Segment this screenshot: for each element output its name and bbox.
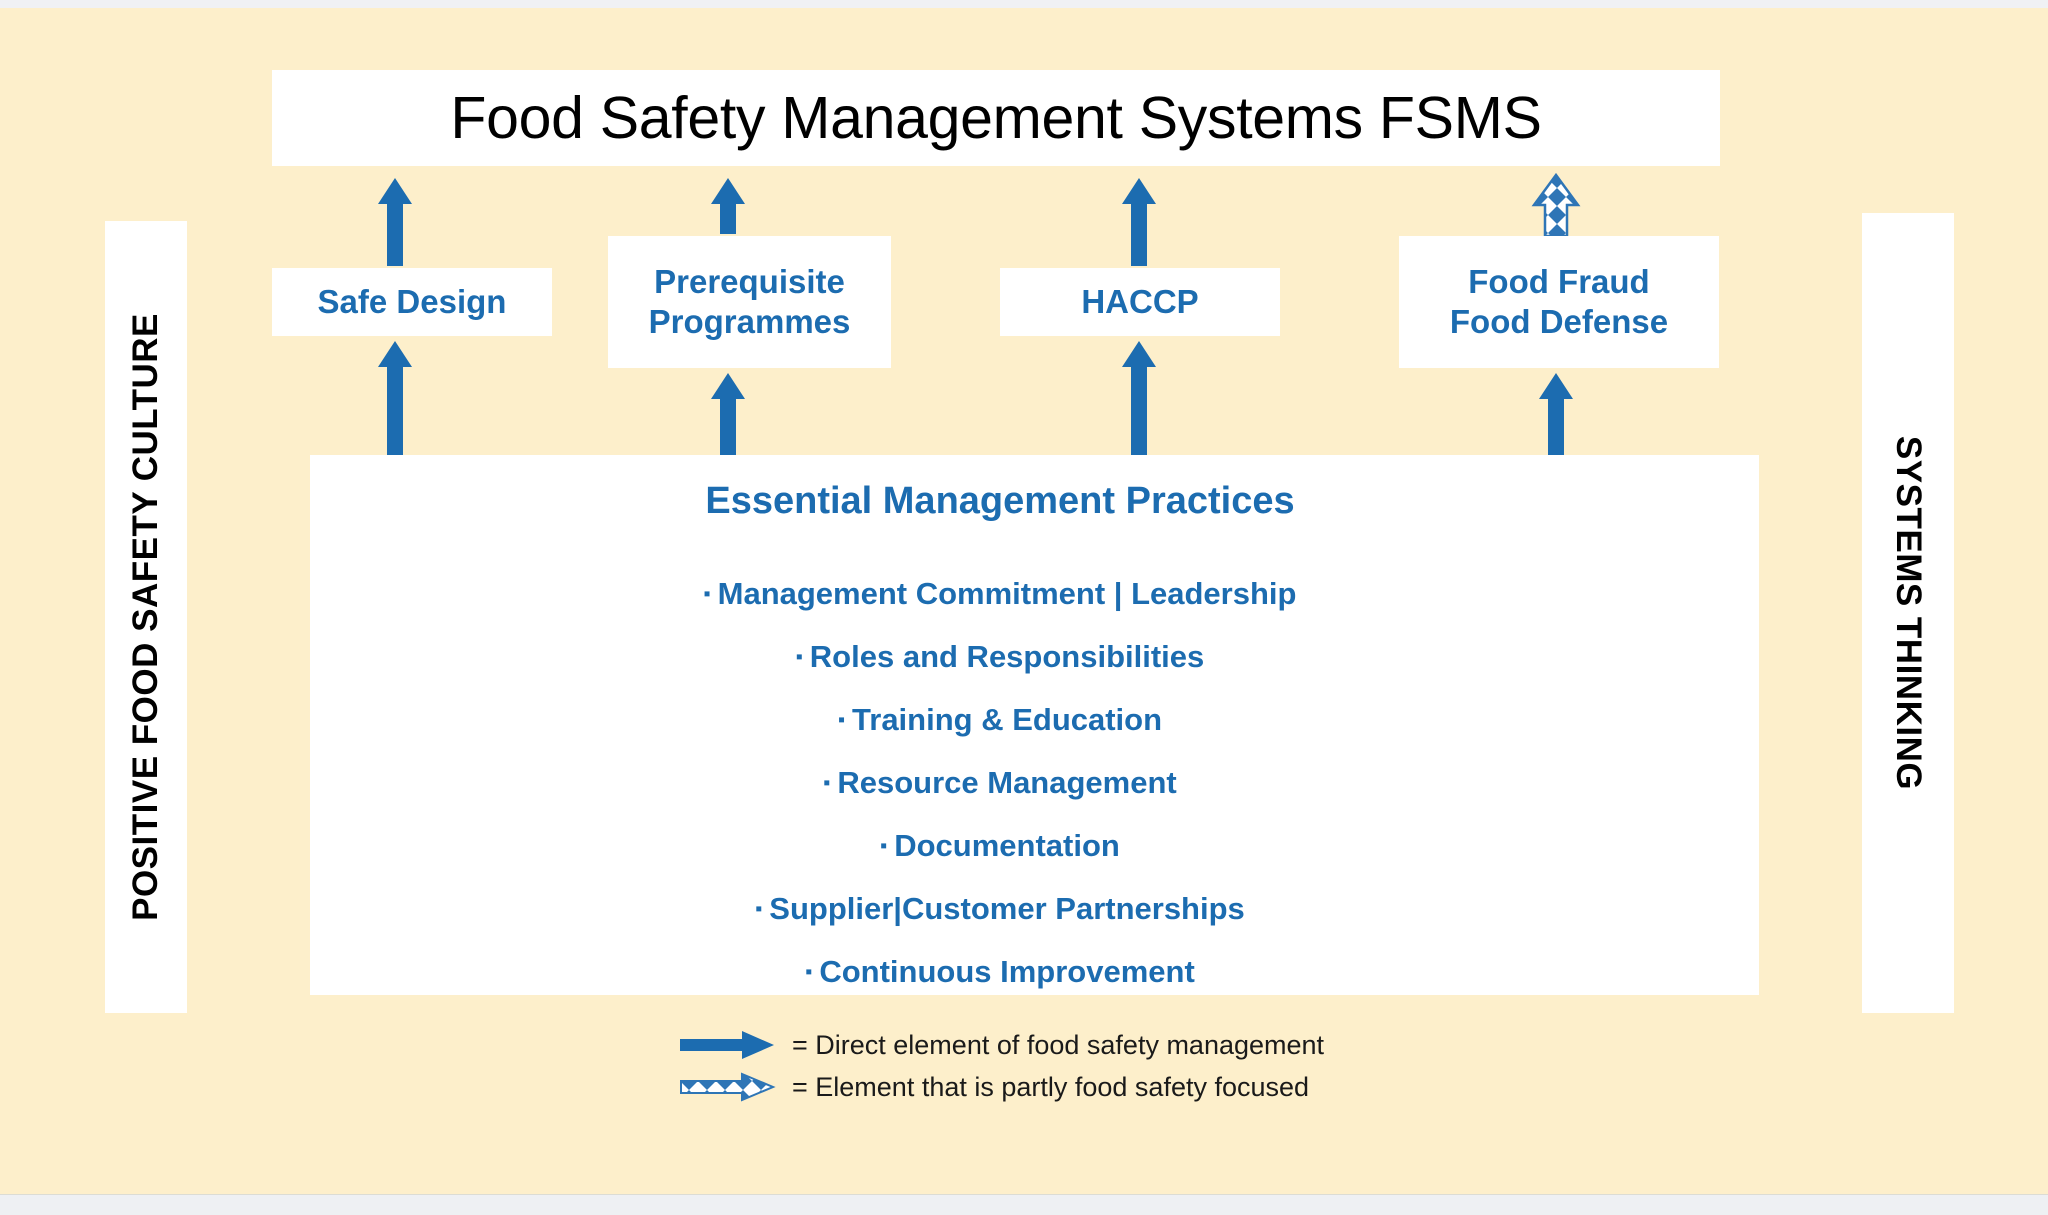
list-item-label: Resource Management bbox=[837, 765, 1177, 800]
bullet-icon: ▪ bbox=[880, 835, 888, 857]
list-item-label: Supplier|Customer Partnerships bbox=[769, 891, 1245, 926]
legend: = Direct element of food safety manageme… bbox=[680, 1024, 1480, 1108]
list-item-label: Roles and Responsibilities bbox=[809, 639, 1205, 674]
diagram-title-box: Food Safety Management Systems FSMS bbox=[272, 70, 1720, 166]
list-item: ▪ Documentation bbox=[310, 814, 1690, 877]
side-bar-label-right: SYSTEMS THINKING bbox=[1889, 435, 1929, 791]
arrow-food-fraud-to-fsms bbox=[1531, 172, 1581, 238]
patterned-arrow-right-icon bbox=[680, 1072, 776, 1102]
arrow-practices-to-haccp bbox=[1122, 341, 1156, 460]
element-box-haccp[interactable]: HACCP bbox=[1000, 268, 1280, 336]
legend-label-direct: = Direct element of food safety manageme… bbox=[792, 1029, 1325, 1060]
arrow-prp-to-fsms bbox=[711, 178, 745, 234]
legend-row-partly: = Element that is partly food safety foc… bbox=[680, 1066, 1480, 1108]
bullet-icon: ▪ bbox=[703, 583, 711, 605]
solid-arrow-right-icon bbox=[680, 1031, 774, 1059]
list-item-label: Continuous Improvement bbox=[819, 954, 1195, 989]
element-box-food-fraud-defense[interactable]: Food Fraud Food Defense bbox=[1399, 236, 1719, 368]
list-item: ▪ Management Commitment | Leadership bbox=[310, 562, 1690, 625]
element-label-food-fraud-defense: Food Fraud Food Defense bbox=[1450, 262, 1668, 343]
list-item: ▪ Training & Education bbox=[310, 688, 1690, 751]
list-item: ▪ Resource Management bbox=[310, 751, 1690, 814]
window-top-edge bbox=[0, 0, 2048, 8]
element-label-haccp: HACCP bbox=[1081, 282, 1199, 320]
practices-heading: Essential Management Practices bbox=[705, 480, 1295, 522]
list-item-label: Training & Education bbox=[852, 702, 1163, 737]
element-label-prerequisite-programmes: Prerequisite Programmes bbox=[649, 262, 851, 343]
list-item: ▪ Supplier|Customer Partnerships bbox=[310, 877, 1690, 940]
list-item: ▪ Continuous Improvement bbox=[310, 940, 1690, 1003]
legend-label-partly: = Element that is partly food safety foc… bbox=[792, 1071, 1310, 1102]
list-item-label: Documentation bbox=[894, 828, 1120, 863]
arrow-practices-to-prp bbox=[711, 373, 745, 460]
list-item: ▪ Roles and Responsibilities bbox=[310, 625, 1690, 688]
bullet-icon: ▪ bbox=[755, 898, 763, 920]
bullet-icon: ▪ bbox=[823, 772, 831, 794]
element-box-safe-design[interactable]: Safe Design bbox=[272, 268, 552, 336]
practices-list: ▪ Management Commitment | Leadership ▪ Rol… bbox=[310, 562, 1690, 1003]
element-label-safe-design: Safe Design bbox=[317, 282, 507, 320]
bullet-icon: ▪ bbox=[805, 961, 813, 983]
side-bar-systems-thinking: SYSTEMS THINKING bbox=[1862, 213, 1954, 1013]
essential-management-practices-panel: Essential Management Practices ▪ Manageme… bbox=[310, 455, 1759, 995]
arrow-haccp-to-fsms bbox=[1122, 178, 1156, 266]
element-label-line1: Prerequisite bbox=[654, 262, 845, 300]
element-label-line1: Food Fraud bbox=[1468, 262, 1650, 300]
window-bottom-edge bbox=[0, 1194, 2048, 1215]
arrow-practices-to-safe-design bbox=[378, 341, 412, 460]
element-label-line2: Programmes bbox=[648, 303, 851, 340]
side-bar-label-left: POSITIVE FOOD SAFETY CULTURE bbox=[126, 313, 166, 921]
slide-canvas: Food Safety Management Systems FSMS Safe… bbox=[0, 8, 2048, 1194]
list-item-label: Management Commitment | Leadership bbox=[717, 576, 1297, 611]
side-bar-positive-food-safety-culture: POSITIVE FOOD SAFETY CULTURE bbox=[105, 221, 187, 1013]
element-label-line2: Food Defense bbox=[1449, 303, 1669, 340]
page-title: Food Safety Management Systems FSMS bbox=[450, 85, 1542, 151]
arrow-practices-to-food-fraud bbox=[1539, 373, 1573, 460]
arrow-safe-design-to-fsms bbox=[378, 178, 412, 266]
legend-row-direct: = Direct element of food safety manageme… bbox=[680, 1024, 1480, 1066]
bullet-icon: ▪ bbox=[795, 646, 803, 668]
element-box-prerequisite-programmes[interactable]: Prerequisite Programmes bbox=[608, 236, 891, 368]
bullet-icon: ▪ bbox=[837, 709, 846, 731]
